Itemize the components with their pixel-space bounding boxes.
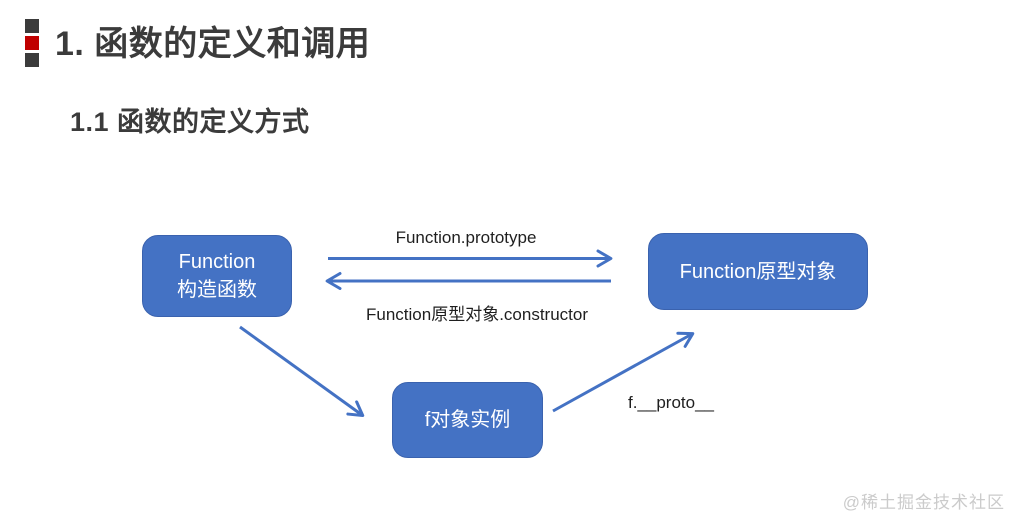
node-function-constructor: Function 构造函数: [142, 235, 292, 317]
edge-label-prototype: Function.prototype: [395, 228, 537, 247]
community-watermark: @稀土掘金技术社区: [842, 493, 1005, 512]
edge-label-proto: f.__proto__: [628, 393, 715, 412]
page-title: 1. 函数的定义和调用: [55, 25, 371, 63]
node-f-instance: f对象实例: [392, 382, 543, 458]
node-label-line: Function: [178, 251, 256, 273]
title-bullet-marker: [25, 19, 39, 67]
edge-label-constructor: Function原型对象.constructor: [365, 305, 589, 324]
arrow-instance-to-prototype-icon: [552, 331, 695, 413]
node-label-line: 构造函数: [177, 279, 257, 301]
node-label-line: f对象实例: [424, 409, 511, 431]
arrow-constructor-to-instance-icon: [239, 325, 365, 418]
marker-square-bottom: [25, 53, 39, 67]
marker-square-middle: [25, 36, 39, 50]
section-subtitle: 1.1 函数的定义方式: [70, 107, 310, 137]
node-function-prototype: Function原型对象: [648, 233, 868, 310]
node-label-line: Function原型对象: [679, 260, 837, 283]
marker-square-top: [25, 19, 39, 33]
